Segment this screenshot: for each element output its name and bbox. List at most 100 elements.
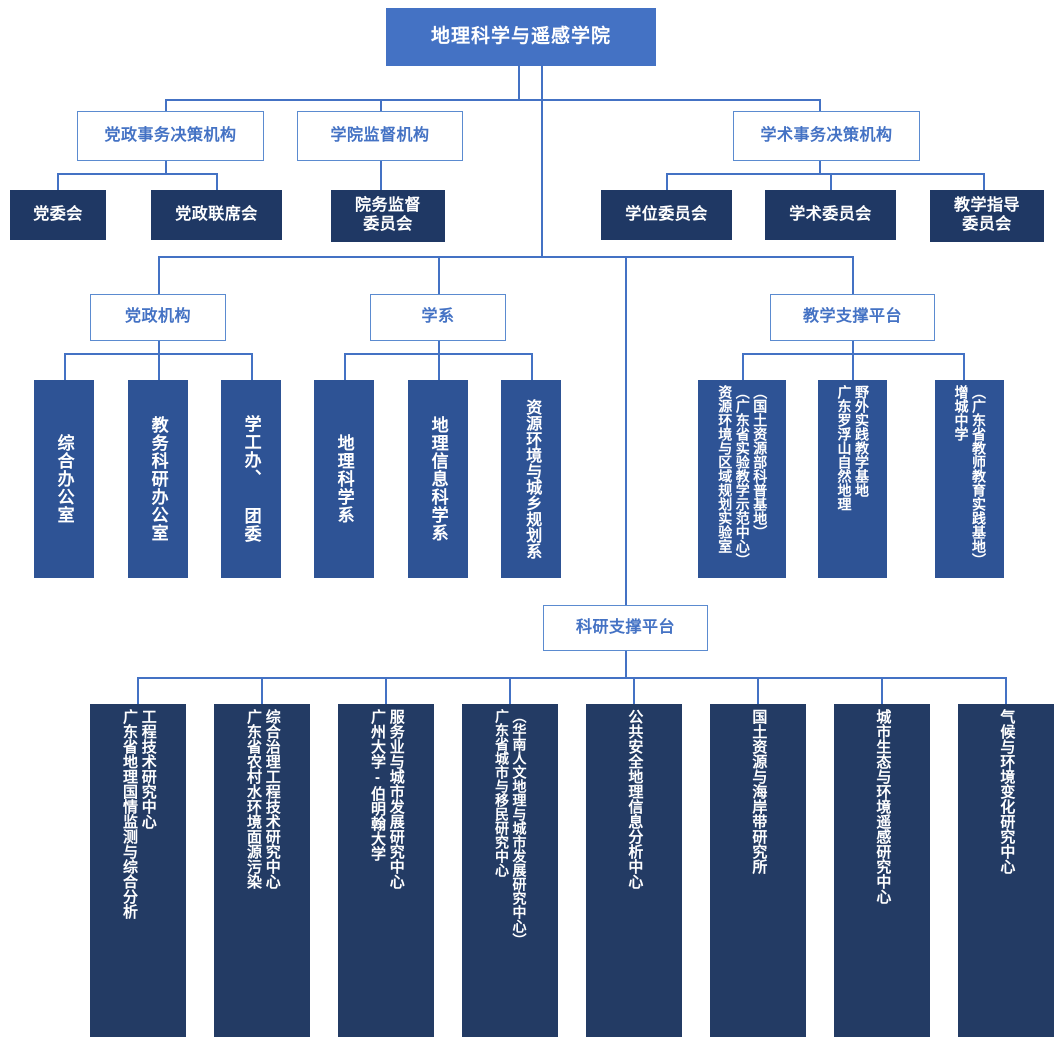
group-teaching-support-platform[interactable]: 教学支撑平台 <box>770 294 935 341</box>
platform-resources-env-regional-planning-lab-line3: 资源环境与区域规划实验室 <box>717 385 734 553</box>
committee-party-committee-label: 党委会 <box>33 205 83 223</box>
center-gd-urban-migration-research[interactable]: （华南人文地理与城市发展研究中心） 广东省城市与移民研究中心 <box>462 704 558 1037</box>
connector-center-c4 <box>509 677 511 704</box>
department-resources-environment-urban-rural-planning-label: 资源环境与城乡规划系 <box>523 399 541 559</box>
connector-depts-c2 <box>438 353 440 380</box>
connector-mid-left <box>158 256 160 294</box>
center-gd-urban-migration-research-line2: 广东省城市与移民研究中心 <box>494 709 510 877</box>
connector-academic-c2 <box>830 173 832 190</box>
platform-zengcheng-middle-school-line2: 增城中学 <box>953 385 970 441</box>
center-urban-ecology-environment-remote-sensing-line1: 城市生态与环境遥感研究中心 <box>874 709 892 904</box>
office-academic-research-affairs-label: 教务科研办公室 <box>148 416 168 542</box>
office-student-affairs-youth-league-label: 学工办、 团委 <box>241 415 261 543</box>
group-college-supervision[interactable]: 学院监督机构 <box>297 111 463 161</box>
committee-party-committee[interactable]: 党委会 <box>10 190 106 240</box>
group-teaching-support-platform-label: 教学支撑平台 <box>802 308 902 326</box>
connector-centers-bus <box>137 677 1005 679</box>
connector-platforms-c1 <box>742 353 744 380</box>
connector-mid-center <box>438 256 440 294</box>
group-college-supervision-label: 学院监督机构 <box>330 126 430 144</box>
center-gd-rural-water-nonpoint-pollution[interactable]: 综合治理工程技术研究中心 广东省农村水环境面源污染 <box>214 704 310 1037</box>
connector-centers-down <box>625 651 627 678</box>
center-gzhu-birmingham-service-urban-development-line2: 广州大学-伯明翰大学 <box>369 709 386 861</box>
connector-root-spine <box>541 66 543 256</box>
committee-party-admin-joint[interactable]: 党政联席会 <box>151 190 282 240</box>
center-gd-rural-water-nonpoint-pollution-line1: 综合治理工程技术研究中心 <box>263 709 281 889</box>
connector-center-c2 <box>261 677 263 704</box>
connector-supervision-down <box>380 161 382 190</box>
connector-platforms-c3 <box>963 353 965 380</box>
platform-resources-env-regional-planning-lab-line2: （广东省实验教学示范中心） <box>734 385 751 567</box>
connector-academic-c1 <box>666 173 668 190</box>
connector-academic-down <box>819 161 821 174</box>
platform-luofu-mountain-field-base[interactable]: 野外实践教学基地 广东罗浮山自然地理 <box>818 380 887 578</box>
group-research-support-platform[interactable]: 科研支撑平台 <box>543 605 708 651</box>
group-research-support-platform-label: 科研支撑平台 <box>575 618 675 636</box>
connector-center-c8 <box>1005 677 1007 704</box>
connector-party-c2 <box>216 173 218 190</box>
platform-zengcheng-middle-school[interactable]: （广东省教师教育实践基地） 增城中学 <box>935 380 1004 578</box>
center-gzhu-birmingham-service-urban-development[interactable]: 服务业与城市发展研究中心 广州大学-伯明翰大学 <box>338 704 434 1037</box>
office-student-affairs-youth-league[interactable]: 学工办、 团委 <box>221 380 281 578</box>
connector-offices-c3 <box>251 353 253 380</box>
connector-offices-down <box>158 341 160 354</box>
center-gzhu-birmingham-service-urban-development-line1: 服务业与城市发展研究中心 <box>387 709 405 889</box>
group-departments-label: 学系 <box>421 308 455 326</box>
connector-research-spine <box>625 256 627 605</box>
connector-root-down <box>518 66 520 100</box>
group-departments[interactable]: 学系 <box>370 294 506 341</box>
department-geographical-science[interactable]: 地理科学系 <box>314 380 374 578</box>
center-gd-geographic-conditions-monitoring-line1: 工程技术研究中心 <box>139 709 157 829</box>
institute-land-resources-coastal-zone-line1: 国土资源与海岸带研究所 <box>750 709 768 874</box>
connector-level1-left <box>165 99 167 112</box>
department-gis[interactable]: 地理信息科学系 <box>408 380 468 578</box>
center-gd-geographic-conditions-monitoring[interactable]: 工程技术研究中心 广东省地理国情监测与综合分析 <box>90 704 186 1037</box>
connector-center-c6 <box>757 677 759 704</box>
committee-college-supervision-label: 院务监督 委员会 <box>354 197 421 233</box>
committee-academic[interactable]: 学术委员会 <box>765 190 896 240</box>
committee-teaching-guidance-label: 教学指导 委员会 <box>953 197 1020 233</box>
connector-depts-c1 <box>344 353 346 380</box>
office-general-affairs[interactable]: 综合办公室 <box>34 380 94 578</box>
institute-land-resources-coastal-zone[interactable]: 国土资源与海岸带研究所 <box>710 704 806 1037</box>
center-climate-environmental-change[interactable]: 气候与环境变化研究中心 <box>958 704 1054 1037</box>
committee-college-supervision[interactable]: 院务监督 委员会 <box>331 190 445 242</box>
connector-depts-down <box>438 341 440 354</box>
connector-academic-bus <box>666 173 984 175</box>
platform-luofu-mountain-field-base-line2: 广东罗浮山自然地理 <box>836 385 853 511</box>
connector-depts-c3 <box>531 353 533 380</box>
root-node-college[interactable]: 地理科学与遥感学院 <box>386 8 656 66</box>
committee-degree[interactable]: 学位委员会 <box>601 190 732 240</box>
connector-party-down <box>165 161 167 174</box>
platform-resources-env-regional-planning-lab[interactable]: （国土资源部科普基地） （广东省实验教学示范中心） 资源环境与区域规划实验室 <box>698 380 786 578</box>
connector-offices-c2 <box>158 353 160 380</box>
connector-mid-bus <box>158 256 854 258</box>
connector-mid-right <box>852 256 854 294</box>
platform-zengcheng-middle-school-line1: （广东省教师教育实践基地） <box>971 385 987 567</box>
office-academic-research-affairs[interactable]: 教务科研办公室 <box>128 380 188 578</box>
center-public-safety-gis-analysis[interactable]: 公共安全地理信息分析中心 <box>586 704 682 1037</box>
center-urban-ecology-environment-remote-sensing[interactable]: 城市生态与环境遥感研究中心 <box>834 704 930 1037</box>
group-academic-decision[interactable]: 学术事务决策机构 <box>733 111 920 161</box>
connector-center-c3 <box>385 677 387 704</box>
department-resources-environment-urban-rural-planning[interactable]: 资源环境与城乡规划系 <box>501 380 561 578</box>
connector-center-c1 <box>137 677 139 704</box>
connector-center-c7 <box>881 677 883 704</box>
connector-party-c1 <box>57 173 59 190</box>
platform-resources-env-regional-planning-lab-line1: （国土资源部科普基地） <box>752 385 769 539</box>
group-party-admin-organs[interactable]: 党政机构 <box>90 294 226 341</box>
group-party-admin-decision[interactable]: 党政事务决策机构 <box>77 111 264 161</box>
department-geographical-science-label: 地理科学系 <box>334 434 354 524</box>
committee-teaching-guidance[interactable]: 教学指导 委员会 <box>930 190 1044 242</box>
department-gis-label: 地理信息科学系 <box>428 416 448 542</box>
committee-academic-label: 学术委员会 <box>789 205 872 223</box>
connector-level1-right <box>819 99 821 112</box>
platform-luofu-mountain-field-base-line1: 野外实践教学基地 <box>854 385 870 497</box>
group-party-admin-decision-label: 党政事务决策机构 <box>104 126 237 144</box>
center-climate-environmental-change-line1: 气候与环境变化研究中心 <box>998 709 1016 874</box>
center-gd-geographic-conditions-monitoring-line2: 广东省地理国情监测与综合分析 <box>121 709 138 919</box>
connector-level1-bus <box>165 99 821 101</box>
connector-platforms-down <box>852 341 854 354</box>
center-public-safety-gis-analysis-line1: 公共安全地理信息分析中心 <box>626 709 644 889</box>
